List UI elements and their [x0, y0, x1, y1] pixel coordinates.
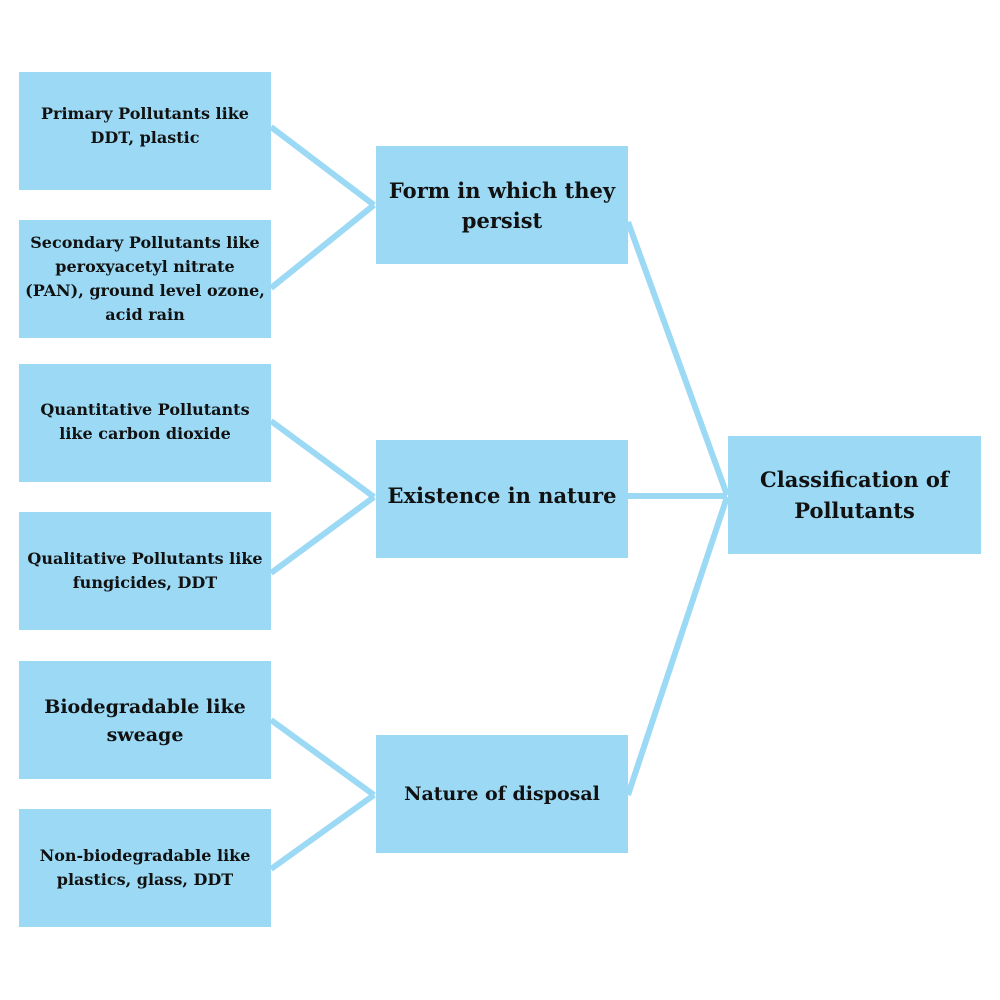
root-classification-of-pollutants: Classification of Pollutants [728, 436, 981, 554]
connector-quantitative-to-existence [269, 418, 376, 500]
category-form-label: Form in which they persist [388, 178, 616, 233]
connector-form-to-root [625, 220, 730, 497]
leaf-non-biodegradable: Non-biodegradable like plastics, glass, … [19, 809, 271, 927]
leaf-non-biodegradable-label: Non-biodegradable like plastics, glass, … [39, 846, 251, 889]
connector-disposal-to-root [625, 496, 730, 796]
root-label: Classification of Pollutants [760, 467, 949, 523]
leaf-primary-pollutants-label: Primary Pollutants like DDT, plastic [41, 104, 249, 147]
leaf-biodegradable-label: Biodegradable like sweage [44, 696, 246, 746]
leaf-quantitative-pollutants: Quantitative Pollutants like carbon diox… [19, 364, 271, 482]
leaf-biodegradable: Biodegradable like sweage [19, 661, 271, 779]
connector-qualitative-to-existence [269, 494, 376, 576]
leaf-secondary-pollutants-label: Secondary Pollutants like peroxyacetyl n… [25, 233, 265, 324]
category-existence-label: Existence in nature [387, 483, 617, 508]
category-form-in-which-they-persist: Form in which they persist [376, 146, 628, 264]
leaf-qualitative-pollutants-label: Qualitative Pollutants like fungicides, … [27, 549, 263, 592]
connector-biodegradable-to-disposal [269, 717, 376, 798]
category-disposal-label: Nature of disposal [404, 783, 600, 805]
leaf-primary-pollutants: Primary Pollutants like DDT, plastic [19, 72, 271, 190]
connector-secondary-to-form [269, 202, 376, 291]
connector-nonbiodegradable-to-disposal [269, 792, 376, 872]
connector-primary-to-form [269, 124, 376, 208]
leaf-secondary-pollutants: Secondary Pollutants like peroxyacetyl n… [19, 220, 271, 338]
category-existence-in-nature: Existence in nature [376, 440, 628, 558]
category-nature-of-disposal: Nature of disposal [376, 735, 628, 853]
leaf-qualitative-pollutants: Qualitative Pollutants like fungicides, … [19, 512, 271, 630]
leaf-quantitative-pollutants-label: Quantitative Pollutants like carbon diox… [40, 400, 250, 443]
